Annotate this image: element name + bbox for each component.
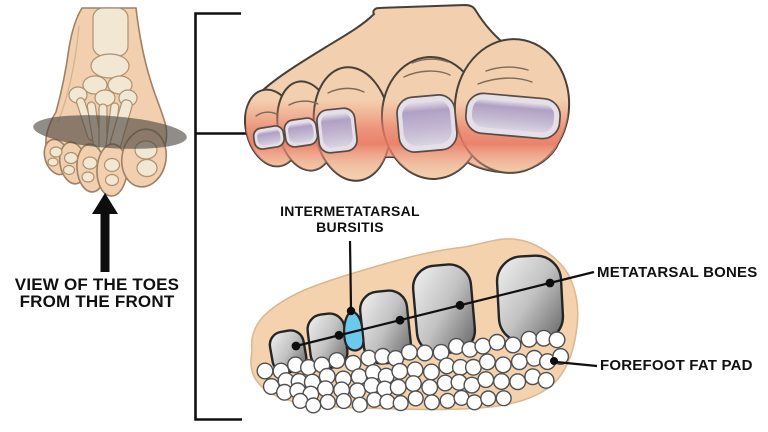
toes-front-illustration	[244, 3, 571, 182]
fat-globule	[351, 396, 368, 413]
metatarsal-dot	[291, 341, 301, 351]
fifth-toenail	[252, 125, 286, 150]
fat-globule	[493, 373, 511, 391]
leader-dots	[291, 278, 558, 365]
fat-globule	[548, 331, 566, 349]
toe-creases	[255, 58, 533, 117]
fat-globule	[349, 382, 367, 400]
toe-phalanx-bones	[47, 140, 158, 187]
fat-globule	[416, 344, 434, 362]
fat-pad-dot	[550, 357, 558, 365]
fat-globule	[466, 394, 483, 411]
forefoot-fat-pad-label: FOREFOOT FAT PAD	[600, 357, 753, 374]
fat-globule	[474, 337, 492, 355]
metatarsal-bones-leader-line	[295, 270, 595, 348]
fat-globule	[389, 378, 407, 396]
fat-globule	[464, 358, 482, 376]
metatarsal-dot	[455, 300, 465, 310]
fat-globule	[404, 375, 422, 393]
leader-lines	[295, 240, 598, 368]
fat-globule	[407, 390, 424, 407]
fat-globule	[421, 378, 439, 396]
tarsal-bones	[68, 7, 138, 107]
foot-top-view-illustration	[33, 7, 187, 197]
fourth-toenail	[283, 117, 319, 148]
fat-globule	[319, 393, 336, 411]
big-toenail	[465, 92, 561, 140]
fat-globule	[520, 330, 538, 348]
third-toenail	[316, 107, 358, 154]
fat-globule	[256, 362, 274, 380]
metatarsal-dot	[334, 330, 344, 340]
cross-section-plane-ellipse	[33, 115, 187, 149]
fat-globule	[305, 397, 322, 414]
metatarsal-head-1	[495, 254, 565, 344]
fat-globule	[439, 392, 456, 409]
intermetatarsal-bursitis-label: INTERMETATARSAL BURSITIS	[256, 203, 444, 235]
fat-globule	[477, 371, 495, 389]
bracket-line	[194, 12, 242, 421]
metatarsal-dot	[395, 315, 405, 325]
fat-globule	[480, 390, 497, 407]
fat-globule	[478, 353, 496, 371]
toenails	[252, 92, 561, 154]
fat-globule	[494, 356, 512, 374]
bursitis-label-line2: BURSITIS	[316, 219, 384, 235]
fat-globule	[379, 393, 396, 410]
up-arrow-icon	[92, 193, 118, 272]
fat-globule	[504, 336, 522, 354]
view-caption-line1: VIEW OF THE TOES	[14, 275, 180, 294]
fat-pad-globules	[256, 329, 570, 414]
forefoot-cross-section-illustration	[250, 238, 598, 414]
fat-globule	[422, 363, 440, 381]
section-bracket	[194, 12, 248, 421]
fat-globule	[400, 343, 418, 361]
fat-globule	[509, 373, 527, 391]
fat-globule	[510, 353, 528, 371]
fat-globule	[537, 371, 555, 389]
fat-globule	[335, 392, 352, 410]
fat-pad-leader-line	[555, 360, 598, 368]
metatarsal-dot	[545, 278, 555, 288]
fat-globule	[423, 394, 441, 411]
bursitis-leader-line	[348, 240, 353, 309]
fat-globule	[317, 380, 335, 398]
second-toenail	[396, 94, 458, 153]
fat-globule	[391, 362, 409, 380]
bursitis-label-line1: INTERMETATARSAL	[280, 203, 420, 219]
view-caption: VIEW OF THE TOES FROM THE FRONT	[2, 276, 192, 310]
dorsum-contour	[57, 25, 80, 123]
metatarsal-bones-label: METATARSAL BONES	[597, 264, 758, 281]
fat-globule	[328, 352, 346, 370]
fat-globule	[392, 395, 409, 412]
view-caption-line2: FROM THE FRONT	[19, 292, 175, 311]
bursa-dot	[346, 306, 356, 316]
fat-globule	[495, 390, 512, 407]
fat-globule	[488, 333, 506, 351]
fat-globule	[360, 349, 378, 367]
